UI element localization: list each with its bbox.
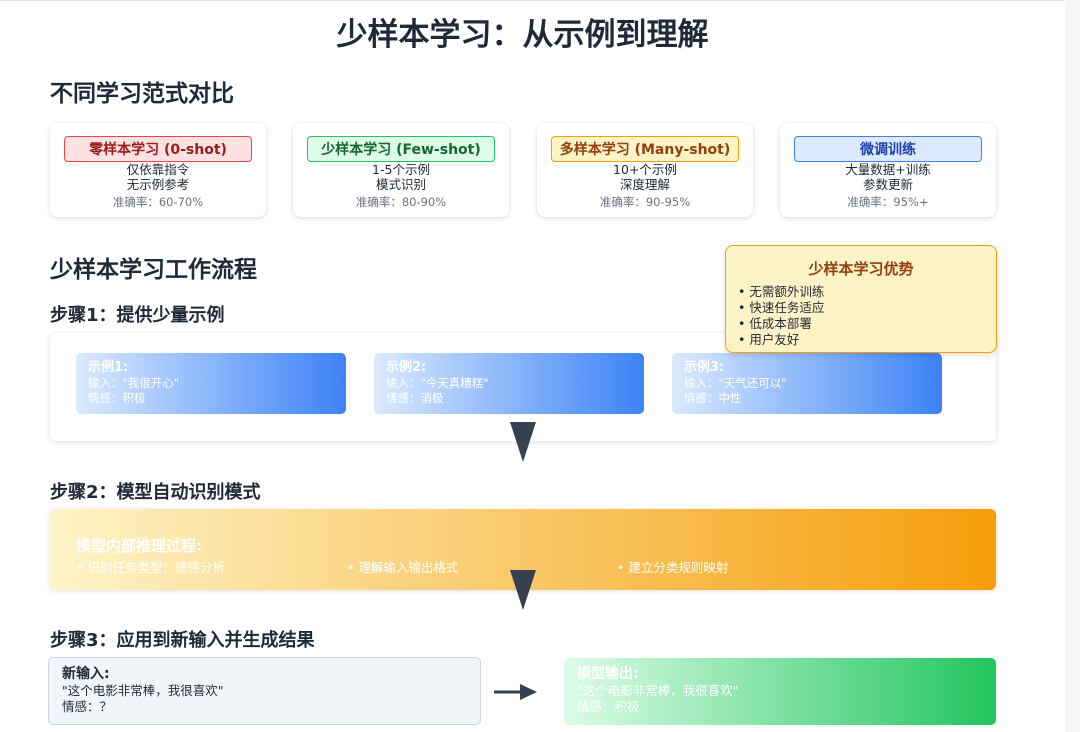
workflow-heading: 少样本学习工作流程: [50, 257, 257, 283]
paradigm-badge-zero-shot: 零样本学习 (0-shot): [64, 136, 252, 162]
advantage-item: • 用户友好: [738, 332, 800, 347]
example-sentiment: 情感：积极: [88, 391, 146, 405]
new-input-text: "这个电影非常棒，我很喜欢": [62, 683, 224, 698]
paradigm-badge-many-shot: 多样本学习 (Many-shot): [551, 136, 739, 162]
paradigm-accuracy: 准确率：95%+: [847, 195, 929, 209]
reasoning-title: 模型内部推理过程:: [76, 537, 202, 555]
paradigm-desc-1: 1-5个示例: [372, 162, 430, 177]
paradigm-card-few-shot: 少样本学习 (Few-shot) 1-5个示例 模式识别 准确率：80-90%: [293, 123, 509, 217]
paradigm-accuracy: 准确率：60-70%: [112, 195, 204, 209]
paradigm-desc-1: 10+个示例: [613, 162, 677, 177]
paradigm-badge-few-shot: 少样本学习 (Few-shot): [307, 136, 495, 162]
model-output-box: 模型输出: "这个电影非常棒，我很喜欢" 情感：积极: [564, 658, 996, 725]
advantages-title: 少样本学习优势: [808, 260, 914, 278]
paradigm-desc-2: 参数更新: [862, 177, 913, 192]
paradigm-desc-2: 模式识别: [375, 177, 426, 192]
page-title: 少样本学习：从示例到理解: [336, 17, 709, 53]
example-card-1: 示例1: 输入："我很开心" 情感：积极: [76, 353, 346, 414]
down-arrow-icon: [510, 570, 536, 610]
example-title: 示例2:: [386, 360, 427, 375]
new-input-box: 新输入: "这个电影非常棒，我很喜欢" 情感：？: [48, 657, 481, 725]
step2-panel: 模型内部推理过程: • 识别任务类型：情感分析 • 理解输入输出格式 • 建立分…: [50, 509, 996, 590]
paradigm-accuracy: 准确率：80-90%: [355, 195, 447, 209]
step3-title: 步骤3：应用到新输入并生成结果: [50, 630, 315, 651]
example-title: 示例3:: [684, 360, 725, 375]
new-input-sentiment: 情感：？: [62, 699, 113, 714]
model-output-sentiment: 情感：积极: [577, 699, 640, 714]
reasoning-item: • 理解输入输出格式: [347, 560, 459, 575]
paradigm-badge-fine-tuning: 微调训练: [794, 136, 982, 162]
step2-title: 步骤2：模型自动识别模式: [50, 482, 261, 503]
advantages-list: • 无需额外训练 • 快速任务适应 • 低成本部署 • 用户友好: [738, 284, 996, 348]
paradigm-card-zero-shot: 零样本学习 (0-shot) 仅依靠指令 无示例参考 准确率：60-70%: [50, 123, 266, 217]
paradigm-card-many-shot: 多样本学习 (Many-shot) 10+个示例 深度理解 准确率：90-95%: [537, 123, 753, 217]
comparison-heading: 不同学习范式对比: [50, 81, 234, 107]
paradigm-desc-2: 深度理解: [619, 177, 670, 192]
paradigm-desc-2: 无示例参考: [126, 177, 190, 192]
example-title: 示例1:: [88, 360, 129, 375]
paradigm-desc-1: 仅依靠指令: [126, 162, 190, 177]
new-input-title: 新输入:: [62, 666, 110, 682]
advantages-box: 少样本学习优势 • 无需额外训练 • 快速任务适应 • 低成本部署 • 用户友好: [725, 245, 997, 353]
paradigm-card-fine-tuning: 微调训练 大量数据+训练 参数更新 准确率：95%+: [780, 123, 996, 217]
reasoning-item: • 建立分类规则映射: [617, 560, 729, 575]
example-card-3: 示例3: 输入："天气还可以" 情感：中性: [672, 353, 942, 414]
advantage-item: • 低成本部署: [738, 316, 812, 331]
paradigm-desc-1: 大量数据+训练: [845, 162, 931, 177]
advantage-item: • 无需额外训练: [738, 284, 825, 299]
step1-title: 步骤1：提供少量示例: [50, 305, 225, 326]
example-input: 输入："天气还可以": [684, 376, 787, 390]
paradigm-accuracy: 准确率：90-95%: [599, 195, 691, 209]
model-output-text: "这个电影非常棒，我很喜欢": [577, 683, 739, 698]
model-output-title: 模型输出:: [577, 666, 639, 682]
right-arrow-icon: [494, 684, 537, 700]
advantage-item: • 快速任务适应: [738, 300, 825, 315]
reasoning-item: • 识别任务类型：情感分析: [76, 560, 225, 575]
example-input: 输入："今天真糟糕": [386, 376, 489, 390]
example-sentiment: 情感：中性: [684, 391, 742, 405]
down-arrow-icon: [510, 422, 536, 462]
example-sentiment: 情感：消极: [386, 391, 444, 405]
example-card-2: 示例2: 输入："今天真糟糕" 情感：消极: [374, 353, 644, 414]
example-input: 输入："我很开心": [88, 376, 180, 390]
